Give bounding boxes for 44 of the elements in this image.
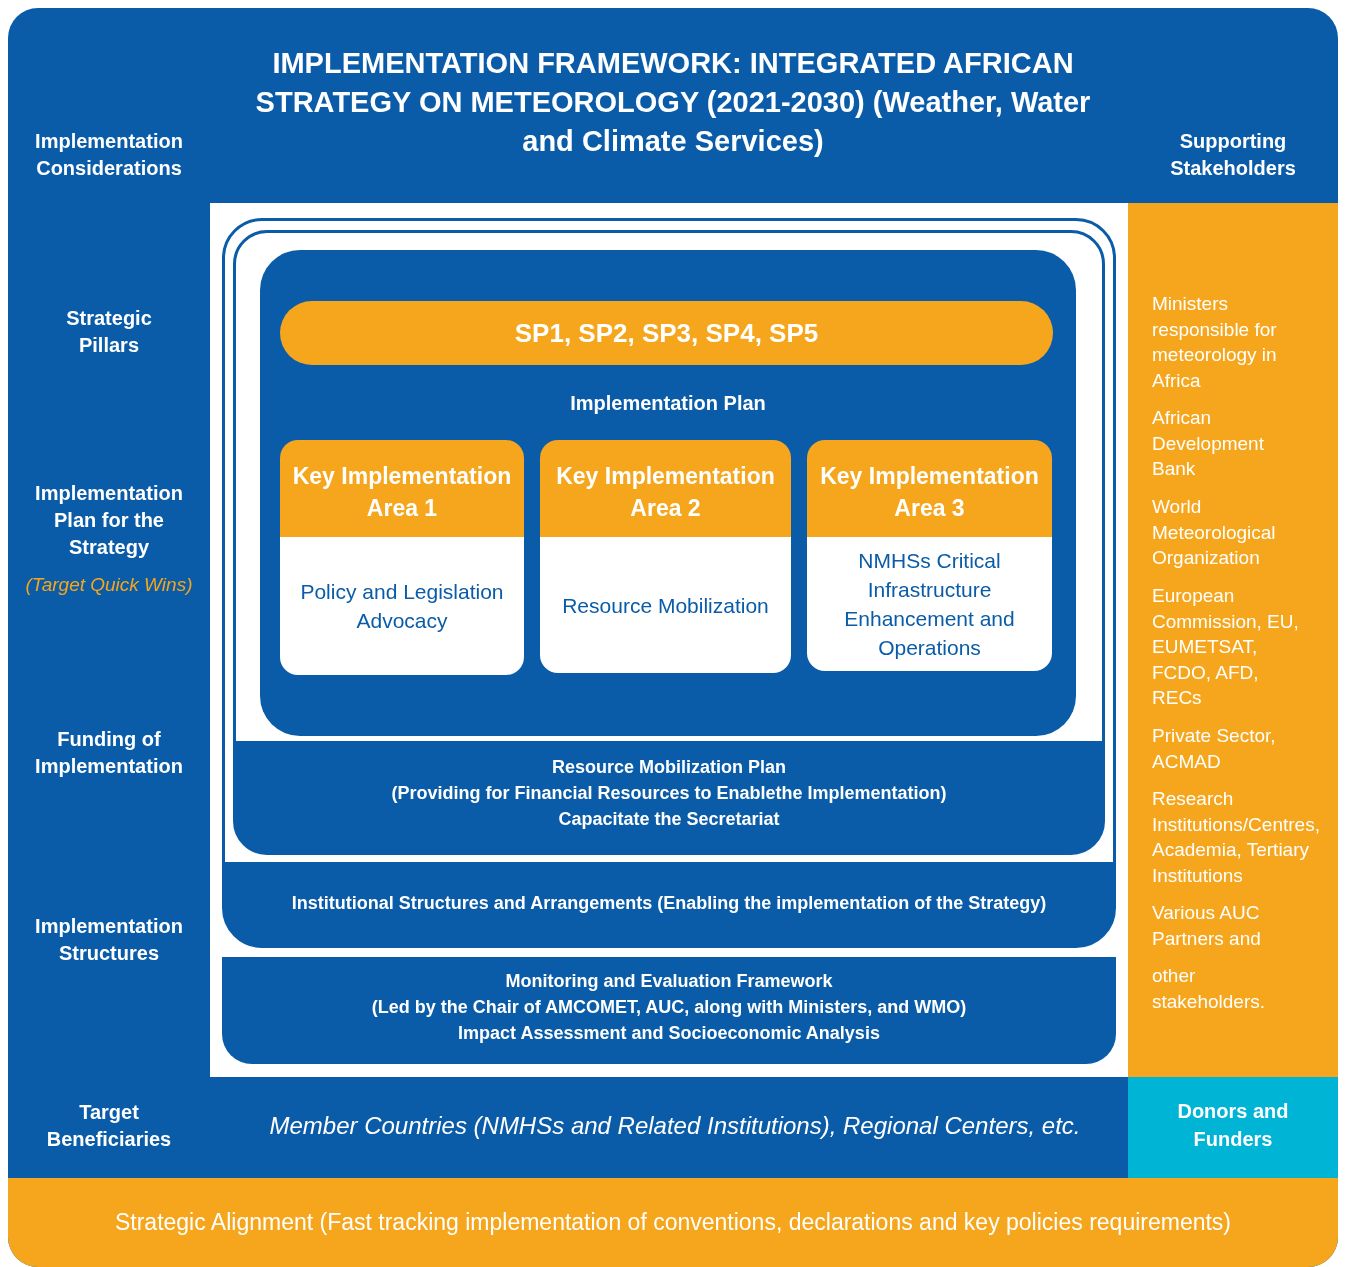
row-heading: Target Beneficiaries (45, 1100, 173, 1152)
stakeholder-text: Private Sector, ACMAD (1152, 724, 1277, 774)
row-heading: Implementation Structures (34, 914, 184, 966)
stakeholder-panel (1128, 203, 1338, 1077)
frame-caption: Capacitate the Secretariat (557, 809, 781, 830)
panel-text: Monitoring and Evaluation Framework (504, 971, 834, 992)
stakeholder-text: other stakeholders. (1152, 964, 1266, 1014)
title: IMPLEMENTATION FRAMEWORK: INTEGRATED AFRICAN STRATEGY ON METEOROLOGY (2021-2030) (Weather, Water and Climate Services) (254, 46, 1092, 159)
card-heading: Key Implementation Area 1 (291, 462, 513, 523)
card-text: Policy and Legislation Advocacy (299, 579, 505, 634)
structure-frame (222, 218, 1116, 948)
stakeholder-text: Various AUC Partners and (1152, 901, 1262, 951)
stakeholder-text: European Commission, EU, EUMETSAT, FCDO, AFD, RECs (1152, 584, 1300, 710)
frame-caption: (Providing for Financial Resources to Enablethe Implementation) (390, 783, 948, 804)
row-heading: Implementation Considerations (34, 129, 184, 181)
card-heading: Key Implementation Area 2 (555, 462, 776, 523)
row-heading: Funding of Implementation (34, 727, 184, 779)
card-heading: Key Implementation Area 3 (819, 462, 1040, 523)
area-card (807, 440, 1052, 671)
panel-text: (Led by the Chair of AMCOMET, AUC, along with Ministers, and WMO) (370, 997, 968, 1018)
panel-text: Impact Assessment and Socioeconomic Analysis (457, 1023, 881, 1044)
stakeholder-text: Research Institutions/Centres, Academia, Tertiary Institutions (1152, 787, 1321, 888)
plan-panel (260, 250, 1076, 736)
column-heading: Supporting Stakeholders (1169, 129, 1297, 181)
stakeholder-text: World Meteorological Organization (1152, 495, 1277, 570)
beneficiaries-text: Member Countries (NMHSs and Related Institutions), Regional Centers, etc. (268, 1112, 1082, 1140)
box-text: Donors and Funders (1176, 1099, 1290, 1152)
frame-caption: Resource Mobilization Plan (550, 757, 787, 778)
stakeholder-text: African Development Bank (1152, 406, 1265, 481)
monitoring-panel (222, 957, 1116, 1064)
funding-frame (233, 230, 1105, 855)
row-heading: Strategic Pillars (65, 306, 153, 358)
area-card (540, 440, 791, 673)
stakeholder-text: Ministers responsible for meteorology in Africa (1152, 292, 1278, 393)
pillars-bar: SP1, SP2, SP3, SP4, SP5 (280, 301, 1053, 365)
row-note: (Target Quick Wins) (24, 573, 194, 597)
card-text: Resource Mobilization (561, 592, 770, 619)
row-heading: Implementation Plan for the Strategy (34, 481, 184, 560)
card-text: NMHSs Critical Infrastructure Enhancement and Operations (843, 548, 1016, 661)
donors-box (1128, 1077, 1338, 1178)
panel-heading: Implementation Plan (569, 392, 767, 415)
frame-caption: Institutional Structures and Arrangements (Enabling the implementation of the Strategy) (290, 893, 1048, 914)
area-card (280, 440, 524, 675)
alignment-bar: Strategic Alignment (Fast tracking implementation of conventions, declarations and key policies requirements) (8, 1178, 1338, 1267)
